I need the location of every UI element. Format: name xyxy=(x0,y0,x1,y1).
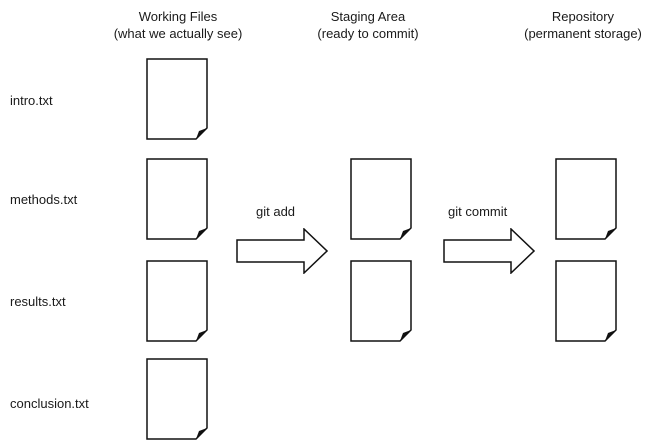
git-add-label: git add xyxy=(256,204,296,219)
repository-doc-methods-icon xyxy=(555,158,617,240)
working-files-title: Working Files xyxy=(138,9,218,24)
working-doc-intro-icon xyxy=(146,58,208,140)
file-label-methods: methods.txt xyxy=(10,192,78,207)
file-label-results: results.txt xyxy=(10,294,66,309)
staging-doc-results-icon xyxy=(350,260,412,342)
git-add-arrow-icon xyxy=(236,228,328,274)
git-commit-label: git commit xyxy=(448,204,508,219)
staging-area-header: Staging Area (ready to commit) xyxy=(288,8,448,42)
file-label-intro: intro.txt xyxy=(10,93,53,108)
working-files-subtitle: (what we actually see) xyxy=(113,26,243,41)
staging-doc-methods-icon xyxy=(350,158,412,240)
working-doc-results-icon xyxy=(146,260,208,342)
repository-subtitle: (permanent storage) xyxy=(524,26,642,41)
working-doc-methods-icon xyxy=(146,158,208,240)
staging-area-title: Staging Area xyxy=(330,9,406,24)
repository-title: Repository xyxy=(551,9,615,24)
working-doc-conclusion-icon xyxy=(146,358,208,440)
git-commit-arrow-icon xyxy=(443,228,535,274)
repository-header: Repository (permanent storage) xyxy=(488,8,658,42)
repository-doc-results-icon xyxy=(555,260,617,342)
file-label-conclusion: conclusion.txt xyxy=(10,396,89,411)
working-files-header: Working Files (what we actually see) xyxy=(78,8,278,42)
staging-area-subtitle: (ready to commit) xyxy=(317,26,419,41)
